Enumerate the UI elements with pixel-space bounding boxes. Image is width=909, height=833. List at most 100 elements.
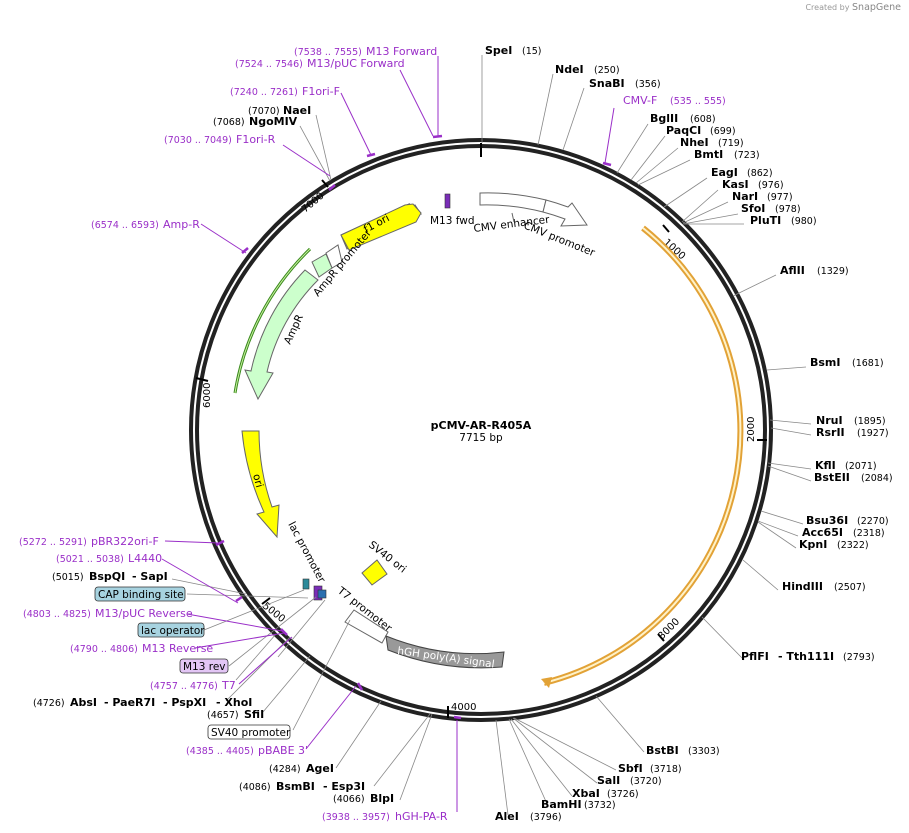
enzyme-kasi: KasI [722,178,749,191]
svg-text:(3718): (3718) [650,764,682,775]
tick-6000: 6000 [202,383,213,408]
svg-text:(4790 .. 4806): (4790 .. 4806) [70,644,138,655]
scale-ticks [195,143,767,718]
enzyme-naei: NaeI [283,104,311,117]
svg-text:(862): (862) [747,168,773,179]
svg-text:(2318): (2318) [853,528,885,539]
enzyme-pluti: PluTI [750,214,781,227]
svg-text:(2507): (2507) [834,582,866,593]
sv40-promoter-box [207,724,291,740]
enzyme-eagi: EagI [711,166,738,179]
enzyme-xhoi: - XhoI [216,696,252,709]
svg-text:(976): (976) [758,180,784,191]
enzyme-labels-left: (7070) NaeI (7068) NgoMIV (5015) BspQI -… [33,104,394,805]
enzyme-esp3i: - Esp3I [323,780,365,793]
primer-f1ori-f: F1ori-F [302,85,340,98]
svg-text:(2322): (2322) [837,540,869,551]
enzyme-agei: AgeI [306,762,334,775]
svg-text:(4726): (4726) [33,698,65,709]
primer-f1ori-r: F1ori-R [236,133,276,146]
enzyme-rsrii: RsrII [816,426,845,439]
primer-t7: T7 [221,679,236,692]
svg-text:(978): (978) [775,204,801,215]
svg-text:(7524 .. 7546): (7524 .. 7546) [235,59,303,70]
svg-text:(250): (250) [594,65,620,76]
svg-text:(3303): (3303) [688,746,720,757]
enzyme-snabi: SnaBI [589,77,625,90]
tick-2000: 2000 [746,417,757,442]
svg-text:(2071): (2071) [845,461,877,472]
svg-text:(2270): (2270) [857,516,889,527]
enzyme-sfii: SfiI [244,708,264,721]
primer-pbabe-3: pBABE 3' [258,744,308,757]
enzyme-nari: NarI [732,190,758,203]
enzyme-bamhi: BamHI [541,798,582,811]
svg-text:(5021 .. 5038): (5021 .. 5038) [56,554,124,565]
enzyme-alei: AleI [495,810,519,823]
svg-text:(15): (15) [522,46,542,57]
svg-text:(6574 .. 6593): (6574 .. 6593) [91,220,159,231]
primer-l4440: L4440 [128,552,162,565]
enzyme-acc65i: Acc65I [802,526,843,539]
enzyme-tth111i: - Tth111I [778,650,834,663]
enzyme-pspxi: - PspXI [163,696,206,709]
svg-text:(3732): (3732) [584,800,616,811]
enzyme-hindiii: HindIII [782,580,823,593]
primer-marks [215,134,612,720]
label-cmv-promoter: CMV promoter [522,220,597,260]
enzyme-spei: SpeI [485,44,512,57]
label-sv40-promoter: SV40 promoter [211,727,291,739]
feature-hgh-polya [385,635,505,669]
primer-leaders [161,56,615,812]
svg-text:(977): (977) [767,192,793,203]
svg-text:(723): (723) [734,150,760,161]
svg-text:(1681): (1681) [852,358,884,369]
feature-sv40-ori [361,559,388,586]
feature-ampr [244,269,319,401]
label-m13-fwd: M13 fwd [430,215,475,227]
feature-cmv-enhancer [479,192,547,213]
enzyme-ndei: NdeI [555,63,584,76]
enzyme-paer7i: - PaeR7I [104,696,155,709]
enzyme-kfli: KflI [815,459,836,472]
enzyme-bsu36i: Bsu36I [806,514,848,527]
backbone-outer [189,138,773,722]
svg-text:(7070): (7070) [248,106,280,117]
svg-text:(2084): (2084) [861,473,893,484]
svg-text:(5015): (5015) [52,572,84,583]
enzyme-sapi: - SapI [132,570,168,583]
svg-text:(4284): (4284) [269,764,301,775]
enzyme-labels-right: SpeI (15) NdeI (250) SnaBI (356) BglII (… [485,44,893,823]
primer-amp-r: Amp-R [163,218,200,231]
svg-text:(1329): (1329) [817,266,849,277]
enzyme-sali: SalI [597,774,620,787]
tick-4000: 4000 [451,702,476,713]
enzyme-leaders-right [481,55,812,816]
primer-m13-puc-forward: M13/pUC Forward [307,57,405,70]
label-lac-operator: lac operator [141,625,205,637]
enzyme-bspqi: BspQI [89,570,125,583]
svg-text:(5272 .. 5291): (5272 .. 5291) [19,537,87,548]
feature-cap-marker [317,589,327,599]
enzyme-bsmi: BsmI [810,356,841,369]
feature-ori [241,430,280,539]
enzyme-aflii: AflII [780,264,805,277]
enzyme-sfoi: SfoI [741,202,765,215]
enzyme-bsmbi: BsmBI [276,780,315,793]
label-ori: ori [250,473,265,489]
svg-text:(4385 .. 4405): (4385 .. 4405) [186,746,254,757]
svg-text:(4657): (4657) [207,710,239,721]
enzyme-paqci: PaqCI [666,124,701,137]
enzyme-nhei: NheI [680,136,709,149]
svg-text:(535 .. 555): (535 .. 555) [670,96,726,107]
enzyme-absi: AbsI [70,696,97,709]
primer-m13-reverse: M13 Reverse [142,642,213,655]
feature-cmv-promoter [542,199,588,227]
label-m13-rev: M13 rev [183,661,226,673]
plasmid-size: 7715 bp [459,432,503,444]
feature-t7-promoter [344,609,389,644]
svg-text:(4803 .. 4825): (4803 .. 4825) [23,609,91,620]
svg-text:(608): (608) [690,114,716,125]
svg-text:(4757 .. 4776): (4757 .. 4776) [150,681,218,692]
